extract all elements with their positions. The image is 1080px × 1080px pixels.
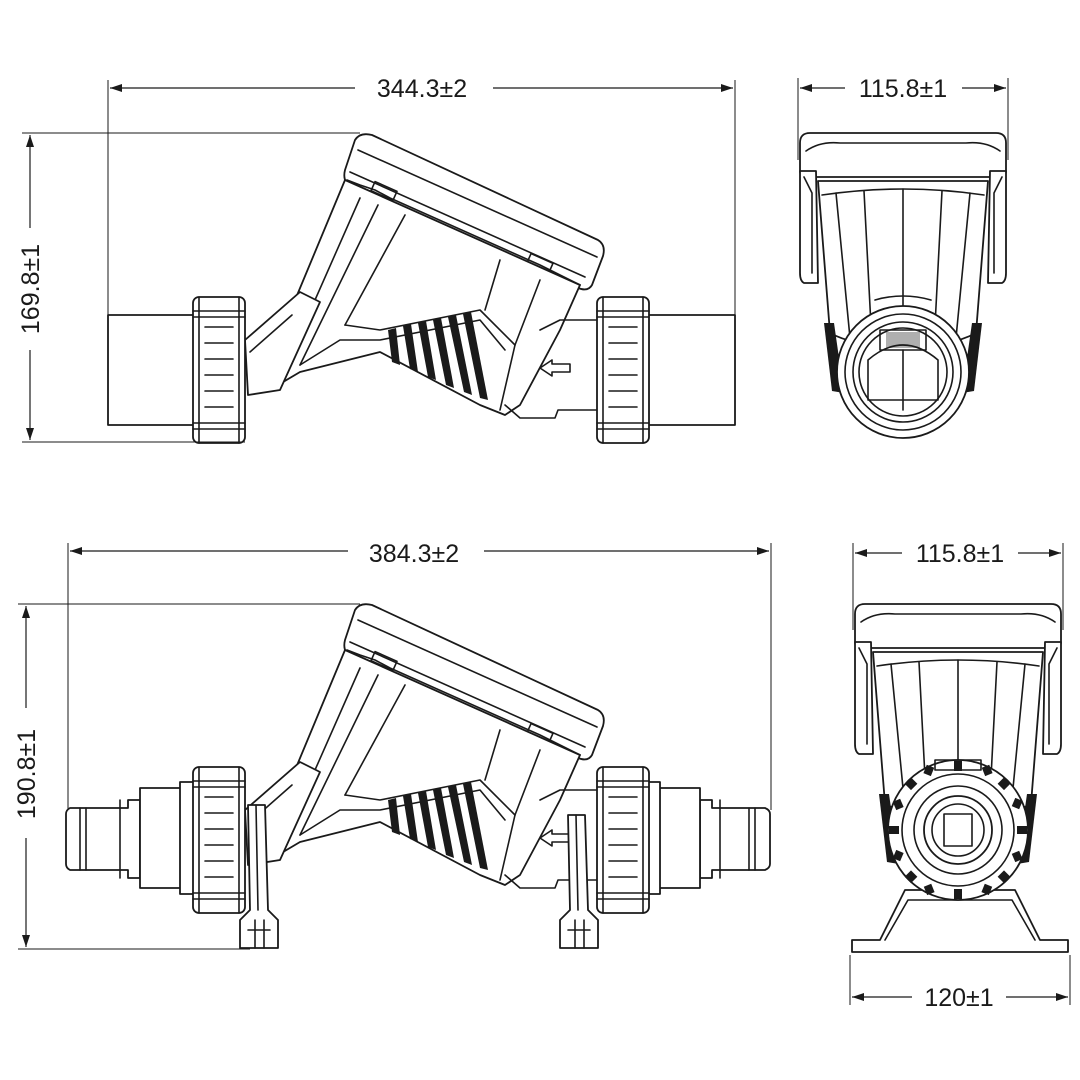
bottom-side-view [851, 603, 1069, 953]
bottom-front-width-dimension: 384.3±2 [67, 540, 772, 810]
top-front-height-dimension: 169.8±1 [17, 132, 360, 443]
bottom-front-width-label: 384.3±2 [369, 540, 459, 568]
top-front-width-dimension: 344.3±2 [107, 75, 736, 318]
bottom-side-width-label: 115.8±1 [916, 540, 1004, 568]
top-front-width-label: 344.3±2 [377, 75, 467, 103]
bottom-front-view [65, 603, 771, 949]
top-side-width-dimension: 115.8±1 [797, 75, 1009, 160]
top-side-view [799, 132, 1007, 439]
bottom-side-base-label: 120±1 [924, 984, 993, 1012]
bottom-side-width-dimension: 115.8±1 [852, 540, 1064, 630]
bottom-front-height-label: 190.8±1 [13, 729, 41, 819]
top-front-view [107, 133, 736, 444]
top-side-width-label: 115.8±1 [859, 75, 947, 103]
bottom-front-height-dimension: 190.8±1 [13, 603, 360, 950]
bottom-side-base-dimension: 120±1 [849, 955, 1071, 1012]
top-front-height-label: 169.8±1 [17, 244, 45, 334]
